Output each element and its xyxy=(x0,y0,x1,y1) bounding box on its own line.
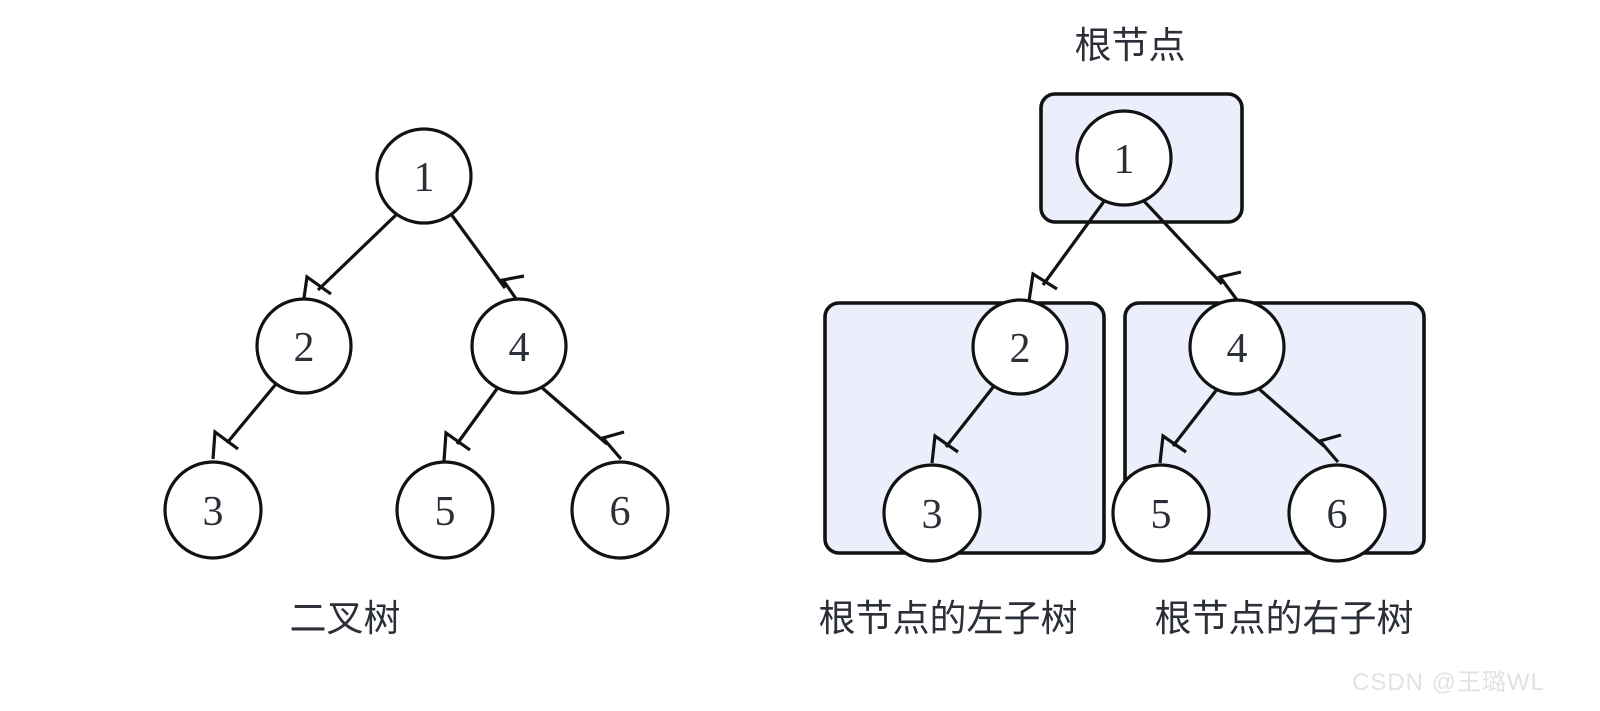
annotated-edge-2-to-3 xyxy=(930,385,996,464)
caption-binary-tree: 二叉树 xyxy=(290,598,401,639)
panel-annotated-binary-tree: 1 2 4 3 5 xyxy=(819,25,1426,639)
annotated-tree-node-2[interactable]: 2 xyxy=(971,298,1069,396)
tree-node-6-label: 6 xyxy=(610,489,631,535)
tree-node-5-label: 5 xyxy=(435,489,456,535)
tree-node-5[interactable]: 5 xyxy=(395,460,495,560)
annotated-tree-node-2-label: 2 xyxy=(1010,326,1031,372)
annotated-edge-1-to-4 xyxy=(1141,198,1242,301)
annotated-tree-node-6[interactable]: 6 xyxy=(1287,463,1387,563)
annotated-tree-node-1-label: 1 xyxy=(1114,137,1135,183)
annotated-edge-4-to-6 xyxy=(1256,386,1342,464)
annotated-edge-4-to-5 xyxy=(1158,387,1220,464)
annotated-tree-node-1[interactable]: 1 xyxy=(1075,109,1173,207)
tree-node-4-label: 4 xyxy=(509,325,530,371)
annotated-tree-node-4-label: 4 xyxy=(1227,326,1248,372)
caption-root-node: 根节点 xyxy=(1075,25,1186,66)
tree-node-2[interactable]: 2 xyxy=(255,297,353,395)
annotated-tree-node-3-label: 3 xyxy=(922,492,943,538)
tree-node-1[interactable]: 1 xyxy=(375,127,473,225)
tree-node-6[interactable]: 6 xyxy=(570,460,670,560)
annotated-tree-node-4[interactable]: 4 xyxy=(1188,298,1286,396)
tree-node-1-label: 1 xyxy=(414,155,435,201)
tree-node-4[interactable]: 4 xyxy=(470,297,568,395)
edge-1-to-4 xyxy=(449,213,525,304)
tree-node-3[interactable]: 3 xyxy=(163,460,263,560)
tree-node-3-label: 3 xyxy=(203,489,224,535)
annotated-tree-node-5[interactable]: 5 xyxy=(1111,463,1211,563)
annotated-tree-node-5-label: 5 xyxy=(1151,492,1172,538)
panel-plain-binary-tree: 1 2 4 3 5 xyxy=(163,127,670,639)
edge-4-to-5 xyxy=(442,385,501,462)
caption-left-subtree: 根节点的左子树 xyxy=(819,598,1078,639)
caption-right-subtree: 根节点的右子树 xyxy=(1155,598,1414,639)
annotated-edge-1-to-2 xyxy=(1027,199,1107,302)
csdn-watermark: CSDN @王璐WL xyxy=(1352,669,1546,696)
annotated-tree-node-6-label: 6 xyxy=(1327,492,1348,538)
edge-2-to-3 xyxy=(211,382,278,460)
annotated-tree-node-3[interactable]: 3 xyxy=(882,463,982,563)
edge-1-to-2 xyxy=(301,212,399,306)
edge-4-to-6 xyxy=(538,384,625,461)
tree-node-2-label: 2 xyxy=(294,325,315,371)
